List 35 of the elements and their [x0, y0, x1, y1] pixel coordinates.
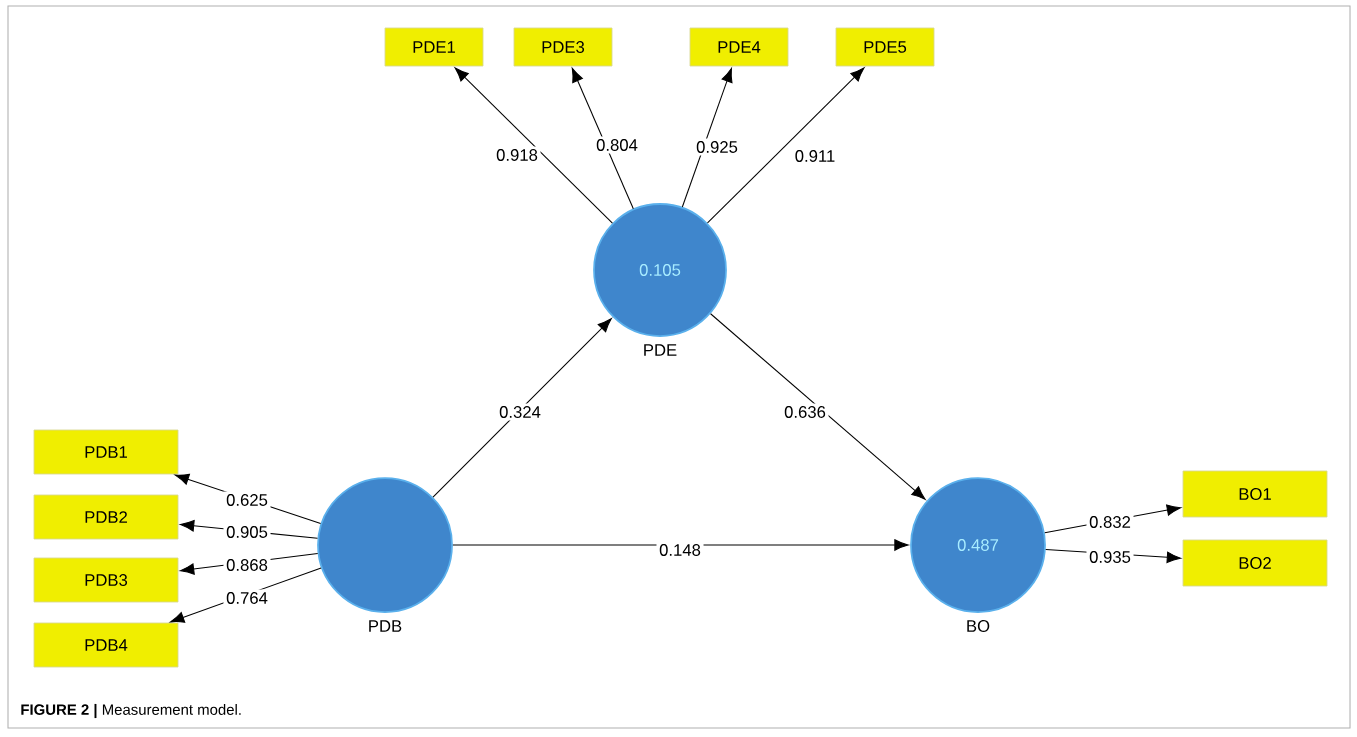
edge-label: 0.868 — [223, 556, 271, 574]
edge-label: 0.918 — [493, 146, 541, 164]
edge-label: 0.905 — [223, 523, 271, 541]
indicator-box: PDE5 — [835, 27, 935, 67]
indicator-box: PDE4 — [689, 27, 789, 67]
indicator-box: PDE3 — [513, 27, 613, 67]
arrow — [710, 313, 926, 500]
indicator-box: PDB2 — [33, 494, 179, 540]
edge-label: 0.804 — [593, 136, 641, 154]
indicator-box: BO2 — [1182, 539, 1328, 587]
arrow — [681, 67, 733, 208]
indicator-box: BO1 — [1182, 470, 1328, 518]
edge-label: 0.324 — [496, 403, 544, 421]
indicator-box: PDE1 — [384, 27, 484, 67]
edge-label: 0.925 — [693, 138, 741, 156]
arrow — [454, 67, 613, 224]
edge-label: 0.148 — [656, 541, 704, 559]
indicator-box: PDB3 — [33, 557, 179, 603]
edge-label: 0.625 — [223, 491, 271, 509]
construct-circle — [317, 477, 453, 613]
indicator-box: PDB1 — [33, 429, 179, 475]
arrow — [452, 539, 909, 551]
arrow — [707, 67, 865, 224]
edge-label: 0.764 — [223, 589, 271, 607]
indicator-box: PDB4 — [33, 622, 179, 668]
edge-label: 0.911 — [792, 147, 838, 165]
construct-label: PDB — [369, 620, 402, 632]
edge-label: 0.636 — [781, 403, 829, 421]
edge-label: 0.935 — [1086, 548, 1134, 566]
arrow — [432, 318, 612, 498]
caption: FIGURE 2 | Measurement model. — [21, 703, 241, 719]
edge-label: 0.832 — [1086, 513, 1134, 531]
construct-label: PDE — [644, 344, 677, 356]
arrow — [571, 67, 634, 210]
construct-label: BO — [967, 620, 990, 632]
